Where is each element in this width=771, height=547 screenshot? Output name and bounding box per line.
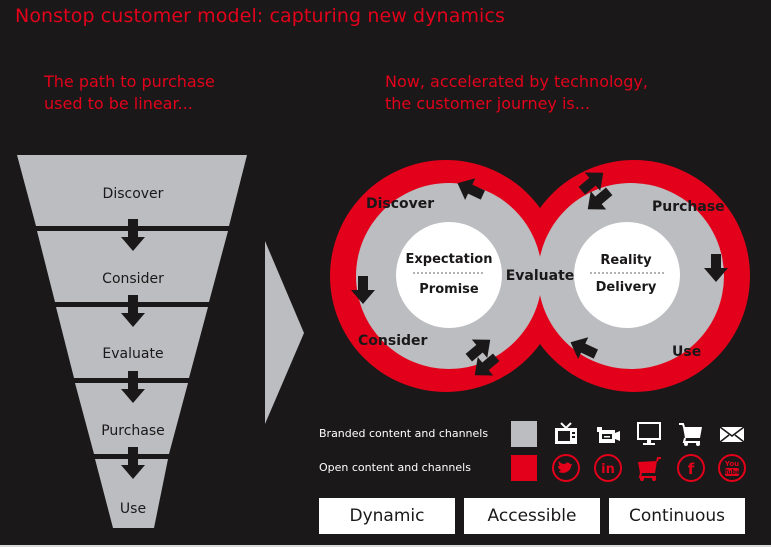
funnel-label-evaluate: Evaluate: [102, 346, 163, 362]
left-heading-line2: used to be linear...: [44, 94, 193, 113]
shopping-cart-open-icon: [638, 457, 661, 481]
loop-arrow-icon: [474, 353, 500, 376]
right-heading-line1: Now, accelerated by technology,: [385, 72, 648, 91]
transition-chevron-icon: [265, 241, 304, 424]
facebook-icon: f: [677, 454, 705, 482]
delivery-label: Delivery: [596, 280, 657, 295]
attribute-accessible: Accessible: [464, 498, 600, 534]
loop-arrow-icon: [704, 254, 728, 282]
funnel-arrow-down-icon: [121, 295, 145, 327]
right-inner-circle: [574, 222, 680, 328]
attribute-continuous: Continuous: [609, 498, 745, 534]
funnel-arrow-down-icon: [121, 447, 145, 479]
svg-text:in: in: [601, 462, 615, 477]
linkedin-icon: in: [594, 454, 622, 482]
funnel-segment-consider: [37, 231, 228, 302]
right-heading: Now, accelerated by technology, the cust…: [385, 71, 648, 115]
loop-label-purchase: Purchase: [652, 199, 725, 215]
bottom-border: [0, 545, 771, 547]
loop-arrow-icon: [457, 178, 485, 201]
loop-label-use: Use: [672, 344, 701, 360]
youtube-icon: You Tube: [718, 454, 746, 482]
svg-text:Tube: Tube: [724, 469, 740, 476]
left-heading-line1: The path to purchase: [44, 72, 215, 91]
attribute-dynamic: Dynamic: [319, 498, 455, 534]
reality-label: Reality: [600, 253, 652, 268]
funnel-label-consider: Consider: [102, 271, 164, 287]
funnel-segment-evaluate: [56, 307, 208, 378]
nonstop-loop: Expectation Promise Reality Delivery Dis…: [330, 160, 750, 392]
loop-arrow-icon: [587, 187, 613, 210]
linear-funnel: Discover Consider Evaluate Purchase Use: [11, 151, 252, 532]
legend-branded-label: Branded content and channels: [319, 427, 489, 440]
expectation-label: Expectation: [406, 252, 493, 267]
loop-arrow-icon: [570, 337, 598, 360]
envelope-icon: [719, 426, 745, 443]
loop-arrow-icon: [465, 339, 491, 362]
legend-open-swatch: [511, 455, 537, 481]
loop-label-consider: Consider: [358, 333, 428, 349]
legend-open-label: Open content and channels: [319, 461, 471, 474]
shopping-cart-icon: [679, 423, 702, 446]
loop-arrow-icon: [578, 172, 604, 195]
funnel-arrow-down-icon: [121, 219, 145, 251]
promise-label: Promise: [419, 282, 479, 297]
monitor-icon: [637, 422, 661, 445]
funnel-label-discover: Discover: [103, 186, 164, 202]
funnel-segment-purchase: [75, 383, 188, 454]
left-heading: The path to purchase used to be linear..…: [44, 71, 215, 115]
loop-label-discover: Discover: [366, 196, 434, 212]
twitter-icon: [552, 454, 580, 482]
video-camera-icon: [597, 427, 620, 443]
tv-icon: [555, 422, 577, 444]
loop-label-evaluate: Evaluate: [506, 268, 575, 284]
funnel-arrow-down-icon: [121, 371, 145, 403]
svg-text:You: You: [724, 460, 739, 468]
left-inner-circle: [396, 222, 502, 328]
funnel-label-use: Use: [120, 501, 146, 517]
page-title: Nonstop customer model: capturing new dy…: [15, 5, 505, 27]
funnel-label-purchase: Purchase: [101, 423, 165, 439]
funnel-segment-use: [95, 459, 168, 528]
loop-arrow-icon: [351, 276, 375, 304]
right-heading-line2: the customer journey is...: [385, 94, 591, 113]
funnel-segment-discover: [17, 155, 247, 226]
legend-branded-swatch: [511, 421, 537, 447]
svg-text:f: f: [688, 460, 695, 478]
